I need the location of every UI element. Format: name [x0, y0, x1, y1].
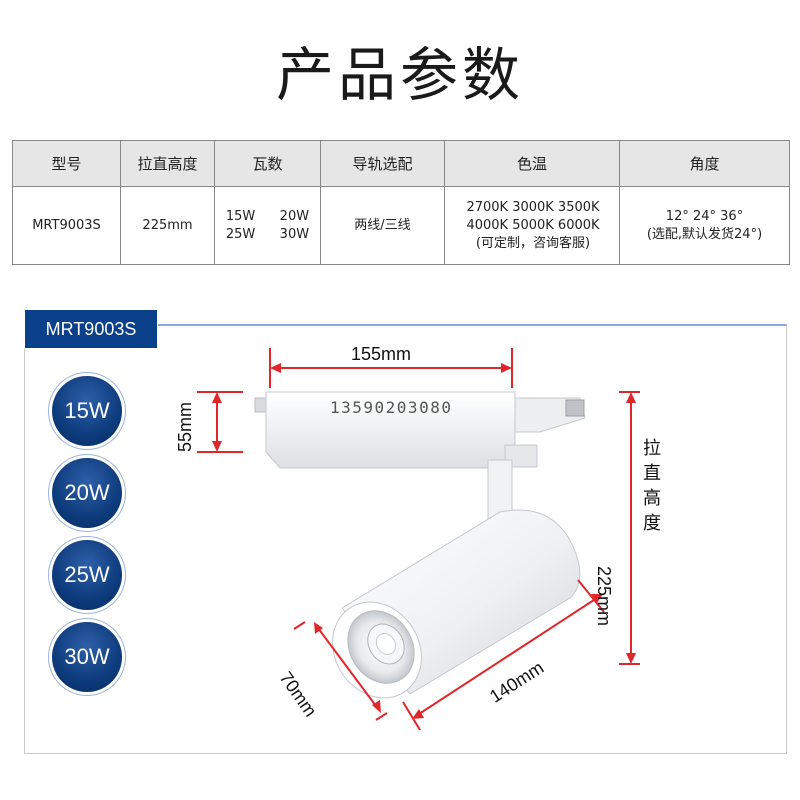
temp-line-1: 2700K 3000K 3500K: [466, 199, 600, 215]
spec-table: 型号 拉直高度 瓦数 导轨选配 色温 角度 MRT9003S 225mm 15W…: [12, 140, 790, 265]
header-angle: 角度: [619, 140, 790, 187]
watts-line-2: 25W 30W: [225, 226, 310, 242]
cell-rail: 两线/三线: [320, 186, 445, 265]
dimension-height-label: 55mm: [175, 401, 195, 452]
diagram-frame: [24, 324, 787, 754]
straight-height-label: 拉直高度: [643, 438, 661, 534]
cell-color-temp: 2700K 3000K 3500K 4000K 5000K 6000K (可定制…: [444, 186, 620, 265]
watt-badge-20w: 20W: [52, 458, 122, 528]
cell-height: 225mm: [120, 186, 215, 265]
dimension-width-label: 155mm: [351, 344, 412, 364]
header-model: 型号: [12, 140, 121, 187]
dimension-diameter-70: [293, 621, 388, 721]
dimension-length-140: [402, 579, 605, 731]
light-cylinder: [332, 509, 581, 699]
watts-line-1: 15W 20W: [225, 208, 310, 224]
header-color-temp: 色温: [444, 140, 620, 187]
page-title: 产品参数: [275, 41, 524, 109]
temp-line-2: 4000K 5000K 6000K: [466, 217, 600, 233]
dimension-height-55: [197, 391, 243, 453]
dimension-straight-height: [619, 391, 640, 665]
model-badge: MRT9003S: [24, 309, 158, 349]
straight-height-value: 225mm: [594, 566, 614, 627]
temp-line-3: (可定制，咨询客服): [475, 235, 591, 251]
cell-model: MRT9003S: [12, 186, 121, 265]
cell-angle: 12° 24° 36° (选配,默认发货24°): [619, 186, 790, 265]
angle-line-1: 12° 24° 36°: [665, 208, 744, 224]
watt-badge-15w: 15W: [52, 376, 122, 446]
dimension-width-155: [269, 348, 513, 388]
header-rail: 导轨选配: [320, 140, 445, 187]
watt-badge-25w: 25W: [52, 540, 122, 610]
phone-number: 13590203080: [330, 398, 453, 417]
table-header-row: 型号 拉直高度 瓦数 导轨选配 色温 角度: [12, 140, 790, 187]
header-height: 拉直高度: [120, 140, 215, 187]
track-adapter: [254, 391, 586, 469]
watt-badge-30w: 30W: [52, 622, 122, 692]
cell-watts: 15W 20W 25W 30W: [214, 186, 321, 265]
angle-line-2: (选配,默认发货24°): [646, 226, 763, 242]
table-row: MRT9003S 225mm 15W 20W 25W 30W 两线/三线 270…: [12, 186, 790, 265]
